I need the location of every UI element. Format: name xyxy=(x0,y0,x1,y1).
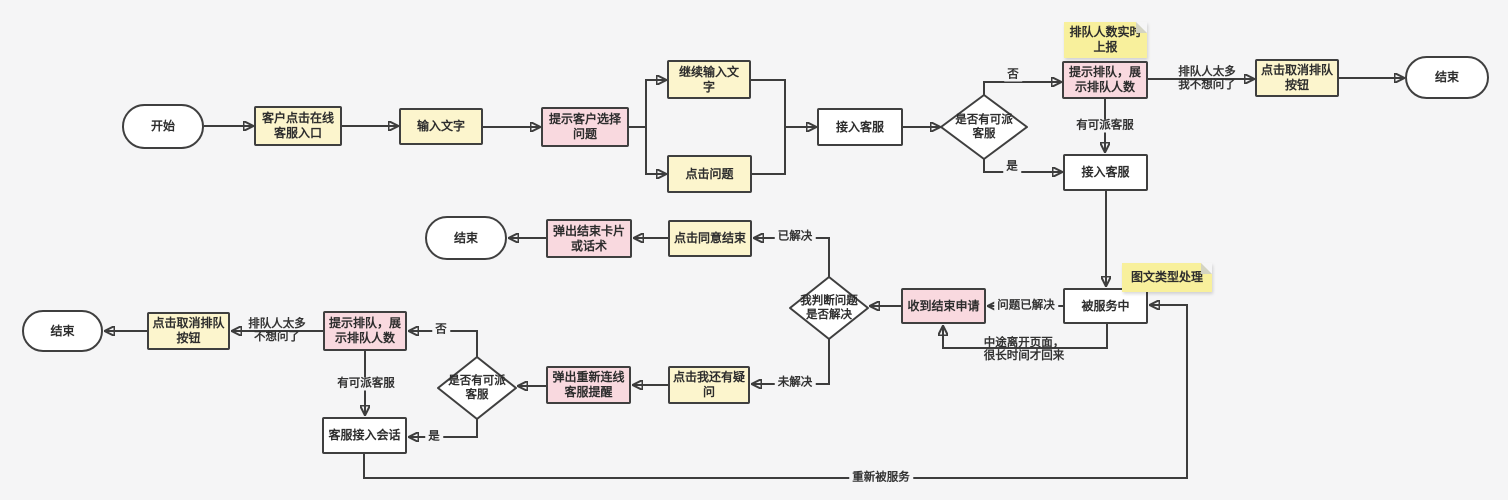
edge-decision-top-no xyxy=(983,82,1060,95)
decision-agent-bottom-shape xyxy=(437,356,517,420)
node-click-cancel-queue-top: 点击取消排队 按钮 xyxy=(1255,59,1339,97)
edge-decision-top-yes xyxy=(983,159,1061,172)
node-customer-click-entry: 客户点击在线 客服入口 xyxy=(254,106,342,146)
decision-agent-top-shape xyxy=(940,94,1028,160)
edge-label-unsolved: 未解决 xyxy=(774,376,816,390)
node-continue-input-text: 继续输入文 字 xyxy=(667,60,751,99)
edge-label-yes-top: 是 xyxy=(1003,160,1021,174)
node-end-mid: 结束 xyxy=(425,216,507,260)
node-prompt-select-question: 提示客户选择 问题 xyxy=(541,107,629,147)
node-being-served: 被服务中 xyxy=(1063,288,1148,324)
node-input-text: 输入文字 xyxy=(399,108,483,145)
edge-label-solved: 已解决 xyxy=(774,230,816,244)
edge-label-no-bottom: 否 xyxy=(432,323,450,337)
node-receive-end-request: 收到结束申请 xyxy=(901,288,986,324)
decision-solved-shape xyxy=(789,276,869,340)
edge-label-yes-bottom: 是 xyxy=(425,430,443,444)
node-popup-reconnect: 弹出重新连线 客服提醒 xyxy=(546,366,631,404)
edge-label-agent-available-top: 有可派客服 xyxy=(1073,119,1137,133)
edge-merge-branches xyxy=(751,79,786,175)
edge-prompt-select-to-click-question xyxy=(645,127,665,174)
edge-label-re-served: 重新被服务 xyxy=(849,471,913,485)
node-end-top: 结束 xyxy=(1405,56,1489,99)
sticky-media-type-text: 图文类型处理 xyxy=(1130,270,1203,284)
node-prompt-queue-bottom: 提示排队，展 示排队人数 xyxy=(323,311,407,351)
node-click-more-question: 点击我还有疑 问 xyxy=(668,366,750,404)
edge-prompt-select-to-continue-input xyxy=(629,80,665,128)
edge-label-problem-solved: 问题已解决 xyxy=(994,299,1058,313)
sticky-note-media-type: 图文类型处理 xyxy=(1122,263,1212,292)
node-end-bottom: 结束 xyxy=(22,310,103,352)
node-agent-join-session: 客服接入会话 xyxy=(322,417,407,454)
sticky-fold xyxy=(1136,22,1147,33)
edge-being-served-left-page xyxy=(943,324,1108,349)
node-connect-agent-1: 接入客服 xyxy=(817,108,903,146)
edge-label-queue-too-many-top: 排队人太多 我不想问了 xyxy=(1178,66,1236,91)
sticky-fold xyxy=(1201,263,1212,274)
edge-decision-solved-yes xyxy=(755,238,830,277)
edge-label-left-page: 中途离开页面， 很长时间才回来 xyxy=(983,337,1065,362)
edge-label-queue-too-many-bottom: 排队人太多 不想问了 xyxy=(248,318,306,343)
node-popup-end-card: 弹出结束卡片 或话术 xyxy=(546,219,632,258)
edge-label-no-top: 否 xyxy=(1004,68,1022,82)
node-start: 开始 xyxy=(122,104,204,149)
edge-join-session-re-served xyxy=(363,305,1188,479)
sticky-queue-report-text: 排队人数实时 上报 xyxy=(1069,25,1142,54)
node-click-cancel-queue-bottom: 点击取消排队 按钮 xyxy=(147,312,230,350)
node-click-agree-end: 点击同意结束 xyxy=(668,220,752,257)
edge-label-agent-available-bottom: 有可派客服 xyxy=(334,377,398,391)
node-click-question: 点击问题 xyxy=(667,155,752,193)
sticky-note-queue-report: 排队人数实时 上报 xyxy=(1064,22,1147,58)
node-prompt-queue-top: 提示排队，展 示排队人数 xyxy=(1062,61,1148,99)
node-connect-agent-2: 接入客服 xyxy=(1063,154,1148,191)
edge-decision-bottom-yes xyxy=(410,419,478,437)
